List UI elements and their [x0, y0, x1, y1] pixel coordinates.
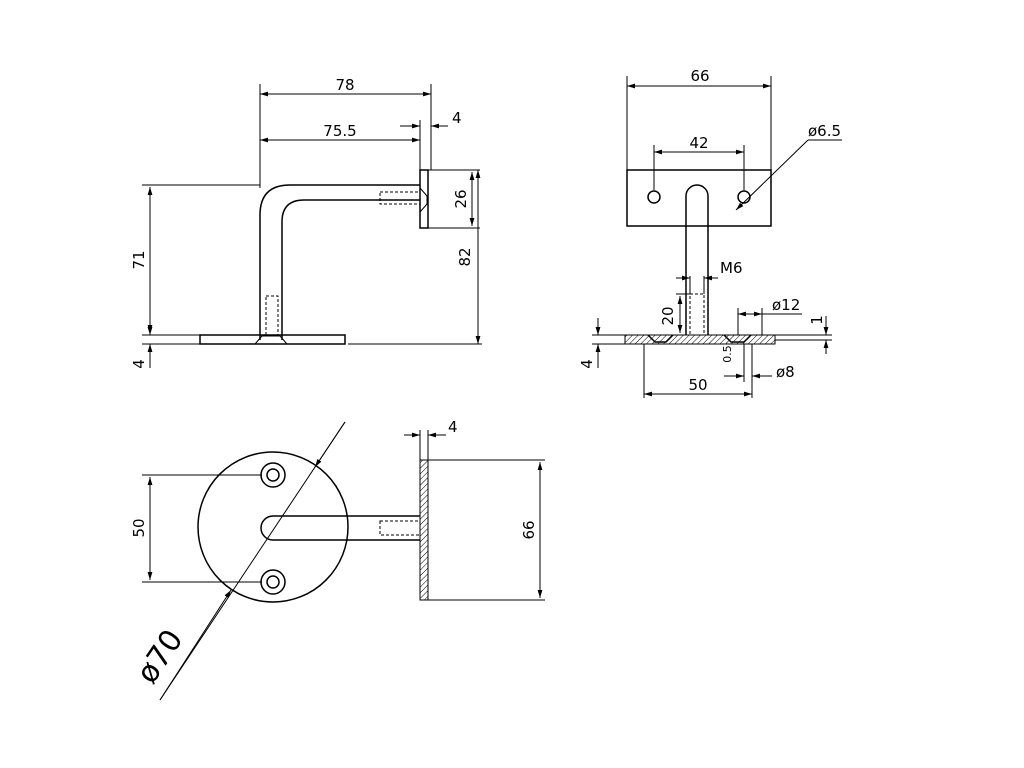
end-base-countersinks: [647, 334, 752, 343]
end-hole-right: [737, 190, 751, 204]
side-bracket-inner: [281, 199, 420, 340]
plan-disc: [197, 451, 349, 603]
side-view: 78 75.5 4 26 82 71 4: [130, 76, 482, 369]
dim-line-diameter: [159, 421, 346, 701]
side-end-countersink: [419, 187, 428, 213]
dim-thread: M6: [720, 259, 743, 277]
dim-hole-spacing: 42: [689, 134, 708, 152]
dim-half-width: 50: [688, 376, 707, 394]
plan-view: 50 4 66 ø70: [130, 418, 545, 701]
dim-thread-depth: 20: [659, 306, 677, 325]
dim-bore: ø8: [776, 363, 795, 381]
side-base-countersink: [254, 335, 288, 345]
side-base-plate: [199, 334, 346, 345]
dim-end-width: 66: [690, 67, 709, 85]
dim-end-plate-thickness: 1: [808, 315, 826, 325]
dim-base-thickness: 4: [130, 359, 148, 369]
side-bracket-outer: [259, 184, 420, 340]
dim-plan-plate-thickness: 4: [448, 418, 458, 436]
dim-vertical-height: 71: [130, 250, 148, 269]
plan-hole-top-inner: [266, 468, 280, 482]
dim-hole-diameter: ø6.5: [808, 122, 841, 140]
dim-counterbore: ø12: [772, 296, 800, 314]
plan-thread: [379, 520, 421, 536]
end-base-plate: [624, 334, 776, 345]
end-bar: [685, 184, 709, 335]
dim-plate-height: 26: [452, 189, 470, 208]
end-thread: [689, 293, 705, 336]
dim-plan-plate-height: 66: [520, 520, 538, 539]
dim-disc-diameter: ø70: [130, 623, 191, 689]
end-view: 66 42 ø6.5 M6 20 ø12 1: [578, 67, 842, 398]
dim-width-inner: 75.5: [323, 122, 356, 140]
side-thread-horizontal: [379, 191, 421, 205]
plan-hole-bottom-outer: [260, 569, 286, 595]
end-top-plate: [626, 169, 772, 227]
plan-hole-bottom-inner: [266, 575, 280, 589]
dim-small-offset: 0.5: [721, 345, 734, 363]
side-thread-vertical: [265, 295, 279, 337]
dim-end-base-thickness: 4: [578, 359, 596, 369]
plan-hole-top-outer: [260, 462, 286, 488]
dim-width-overall: 78: [335, 76, 354, 94]
plan-bar: [260, 515, 420, 541]
plan-side-plate: [419, 459, 429, 601]
dim-plate-thickness: 4: [452, 109, 462, 127]
end-hole-left: [647, 190, 661, 204]
dim-total-height: 82: [456, 247, 474, 266]
dim-plan-hole-spacing: 50: [130, 518, 148, 537]
